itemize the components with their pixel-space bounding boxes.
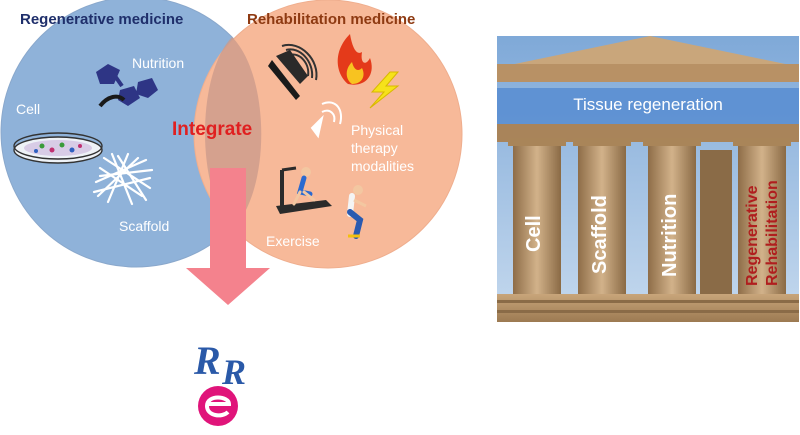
squat-exerciser-icon	[347, 185, 367, 239]
cell-label: Cell	[16, 101, 41, 117]
svg-text:R: R	[221, 352, 246, 392]
protein-molecule-icon	[96, 64, 158, 108]
rehabilitation-circle	[193, 0, 463, 269]
scaffold-fibers-icon	[92, 152, 154, 206]
pillar-nutrition-label: Nutrition	[659, 193, 681, 277]
ultrasound-probe-icon	[268, 43, 318, 100]
pillar-cell-label: Cell	[523, 215, 545, 252]
svg-text:R: R	[193, 338, 221, 383]
temple-photo	[497, 36, 799, 322]
exercise-label: Exercise	[266, 233, 320, 249]
physical-therapy-label: Physical therapy modalities	[351, 122, 415, 174]
petri-dish-icon	[13, 132, 103, 164]
scaffold-label: Scaffold	[119, 218, 170, 234]
tissue-regeneration-banner: Tissue regeneration	[573, 95, 723, 114]
integrate-label: Integrate	[172, 119, 253, 140]
pillar-scaffold-label: Scaffold	[589, 195, 611, 274]
pillar-regenerative-label: Regenerative	[744, 185, 761, 287]
rehabilitation-medicine-title: Rehabilitation medicine	[247, 11, 416, 28]
wireless-wave-icon	[310, 101, 342, 139]
treadmill-runner-icon	[276, 166, 332, 214]
rr-logo-icon: R R	[193, 338, 246, 426]
integrate-arrow	[186, 168, 270, 305]
regenerative-medicine-title: Regenerative medicine	[20, 11, 184, 28]
nutrition-label: Nutrition	[132, 55, 185, 71]
pillar-rehabilitation-label: Rehabilitation	[764, 180, 781, 286]
fire-icon	[337, 34, 372, 85]
lightning-icon	[369, 71, 400, 109]
